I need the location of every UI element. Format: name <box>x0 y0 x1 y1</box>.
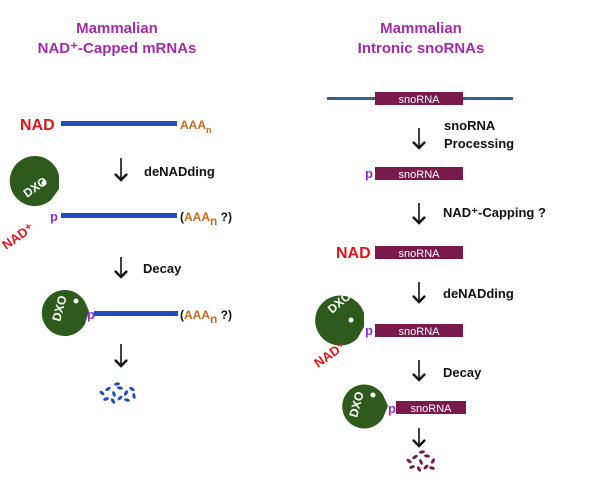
left-title-line1: Mammalian <box>76 20 158 37</box>
right-phosphate-3: p <box>388 401 396 416</box>
right-step-nad-capping: NAD⁺-Capping ? <box>443 205 546 220</box>
right-snorna-label-3: snoRNA <box>399 248 441 260</box>
left-dxo-label-2: DXO <box>49 294 69 323</box>
pacman-enzyme-icon <box>9 156 59 207</box>
right-step-processing-line1: snoRNA <box>444 118 496 133</box>
left-title-line2: NAD⁺-Capped mRNAs <box>38 40 197 57</box>
left-polyA-3: (AAAn ?) <box>180 308 232 326</box>
left-polyA-1: AAAn <box>180 118 212 135</box>
left-polyA-2: (AAAn ?) <box>180 210 232 228</box>
right-title-line1: Mammalian <box>380 20 462 37</box>
left-nad-cap-label: NAD <box>20 117 55 134</box>
right-phosphate-1: p <box>365 166 373 181</box>
right-snorna-box-4 <box>375 324 463 337</box>
right-step-decay: Decay <box>443 365 482 380</box>
left-mrna-line-3 <box>94 311 178 316</box>
right-step-processing-line2: Processing <box>444 136 514 151</box>
pacman-enzyme-icon <box>342 384 388 429</box>
left-mrna-line-1 <box>61 121 177 126</box>
right-snorna-label-4: snoRNA <box>399 326 441 338</box>
degraded-rna-fragments-icon <box>99 382 136 404</box>
right-snorna-box-5 <box>396 401 466 414</box>
left-step-decay: Decay <box>143 261 182 276</box>
right-snorna-label-1: snoRNA <box>399 94 441 106</box>
left-step-denadding: deNADding <box>144 164 215 179</box>
left-mrna-line-2 <box>61 213 177 218</box>
left-released-nad: NAD⁺ <box>0 220 37 252</box>
pacman-enzyme-icon <box>315 295 364 346</box>
right-snorna-box-1 <box>375 92 463 105</box>
right-snorna-label-2: snoRNA <box>399 169 441 181</box>
degraded-snorna-fragments-icon <box>406 450 436 472</box>
pacman-enzyme-icon <box>41 290 89 336</box>
right-step-denadding: deNADding <box>443 286 514 301</box>
right-phosphate-2: p <box>365 323 373 338</box>
left-phosphate-1: p <box>50 209 58 224</box>
right-nad-cap-label: NAD <box>336 245 371 262</box>
right-title-line2: Intronic snoRNAs <box>358 40 485 57</box>
left-phosphate-2: p <box>87 307 95 322</box>
right-dxo-label-2: DXO <box>346 390 366 419</box>
right-snorna-box-3 <box>375 246 463 259</box>
right-snorna-box-2 <box>375 167 463 180</box>
right-snorna-label-5: snoRNA <box>411 403 453 415</box>
